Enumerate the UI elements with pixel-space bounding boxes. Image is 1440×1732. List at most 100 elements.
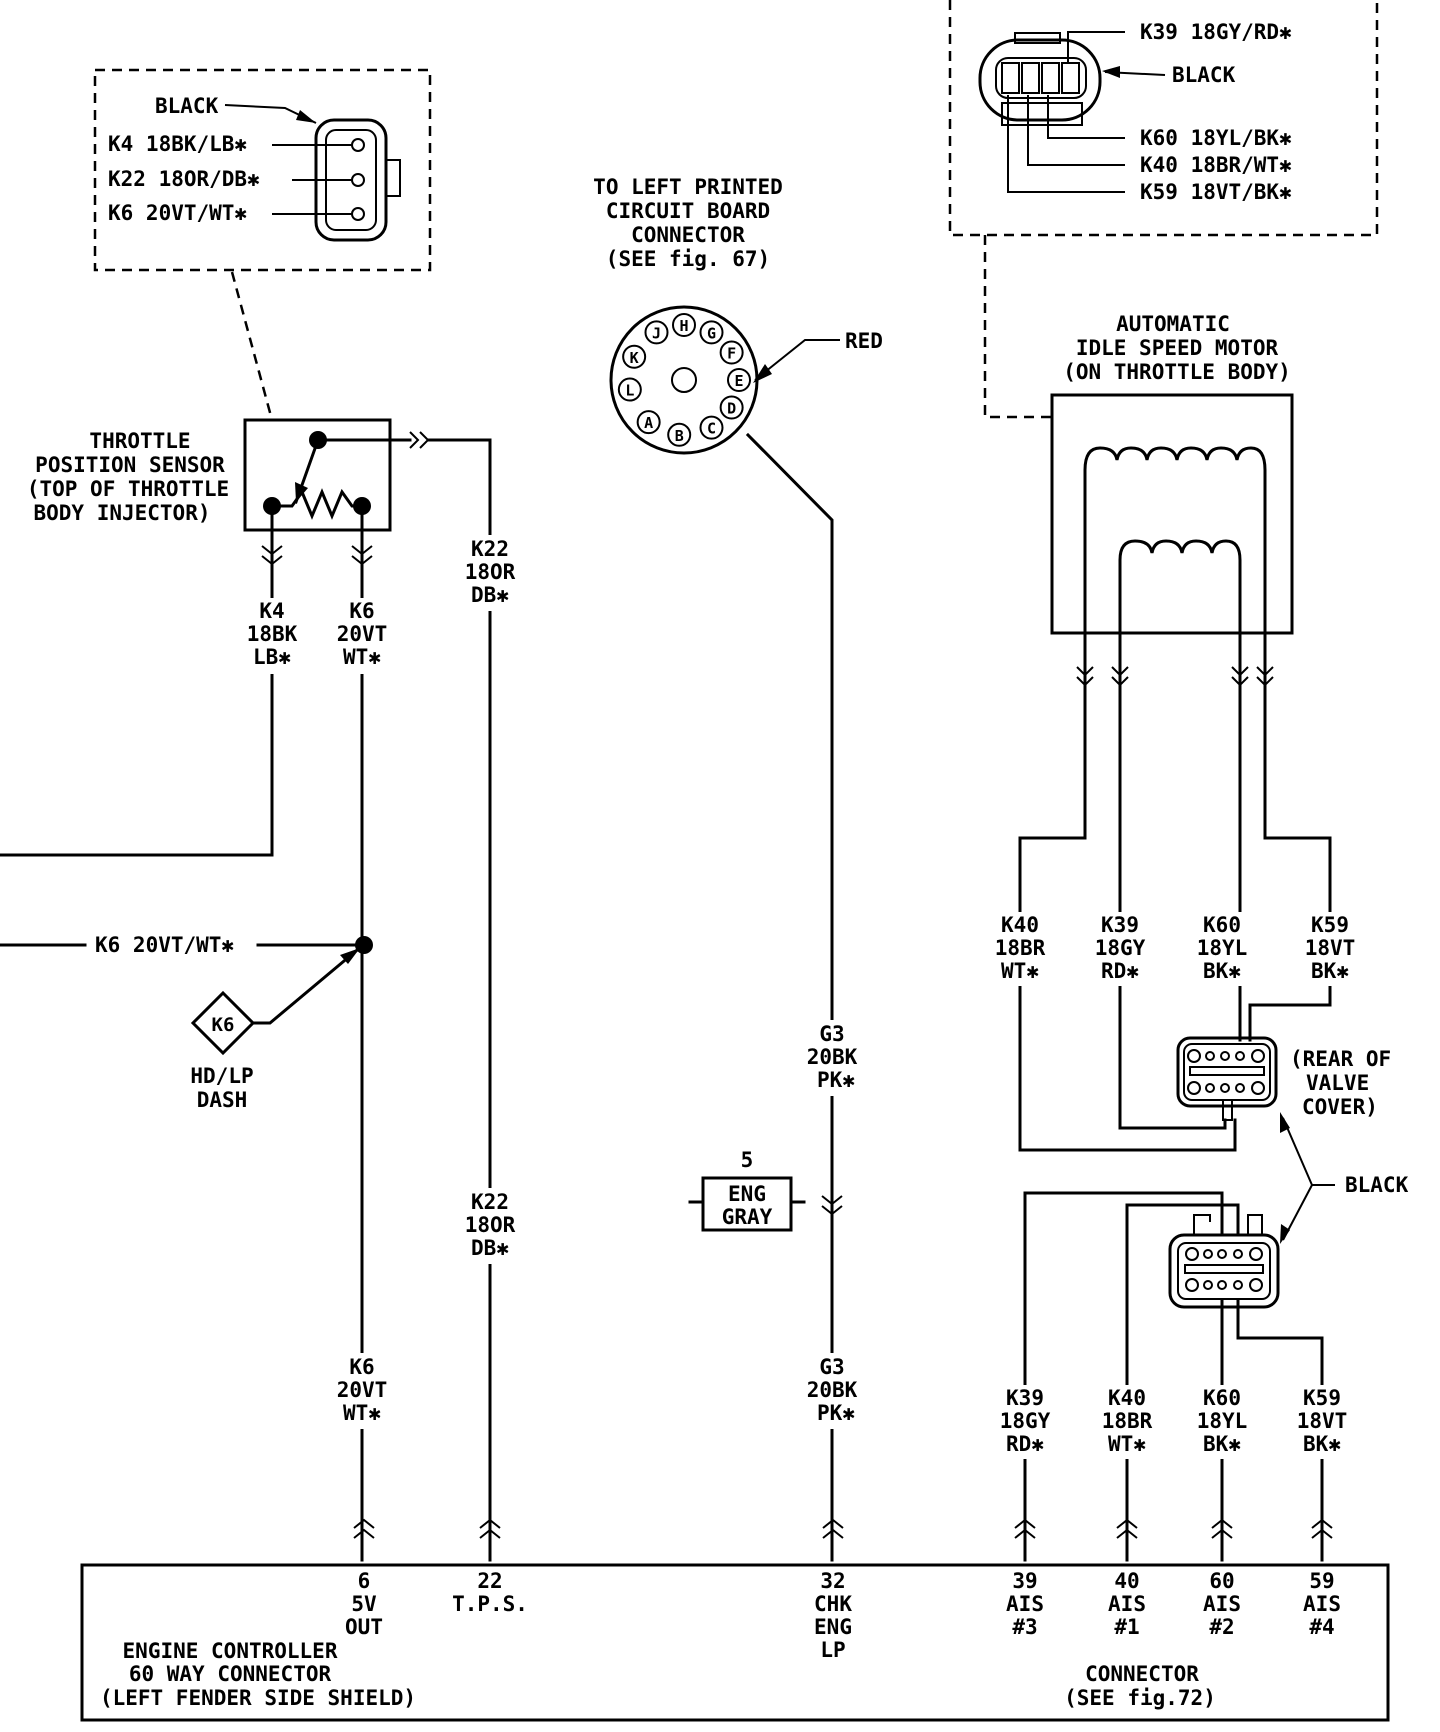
wire-k40-upper <box>1018 638 1237 1152</box>
wire-tracer: DB✱ <box>471 1236 509 1260</box>
pcb-pin-label: J <box>652 324 661 342</box>
ais-title-line: AUTOMATIC <box>1116 312 1230 336</box>
wire-tracer: DB✱ <box>471 583 509 607</box>
wire-gauge-color: 18BR <box>995 936 1046 960</box>
cavity-function: 5V <box>351 1592 377 1616</box>
connector-body <box>1168 1233 1280 1309</box>
pin-cavity <box>1249 1247 1263 1261</box>
label-bg <box>325 1353 397 1429</box>
pin-cavity <box>1249 1278 1263 1292</box>
ais-motor-body <box>1050 393 1294 635</box>
inset-dashed-border <box>93 68 432 272</box>
connector-figure-reference: (SEE fig.72) <box>1064 1686 1216 1710</box>
cavity-function: AIS <box>1203 1592 1241 1616</box>
pin-cavity <box>1021 62 1040 94</box>
pin-leader <box>1007 95 1125 193</box>
label-bg <box>328 598 398 674</box>
pin-label-k22: K22 18OR/DB✱ <box>108 167 260 191</box>
tps-connector-inset: BLACK K4 18BK/LB✱ K22 18OR/DB✱ K6 20VT/W… <box>93 68 432 272</box>
connector-latch <box>1222 1099 1233 1121</box>
pcb-pin-label: F <box>727 345 736 363</box>
pcb-pin-b <box>667 422 692 447</box>
ref-suffix: ) <box>758 247 771 271</box>
wire-tracer: RD✱ <box>1006 1432 1044 1456</box>
wire-label-k6-upper: K6 20VT WT✱ <box>328 598 398 674</box>
cavity-function: T.P.S. <box>452 1592 528 1616</box>
pin-cavity <box>1185 1247 1199 1261</box>
pin-circle <box>351 173 365 187</box>
pin-group <box>1187 1049 1265 1095</box>
wire-tracer: WT✱ <box>343 1401 381 1425</box>
connector-inner <box>995 57 1087 99</box>
cavity-function: #2 <box>1209 1615 1234 1639</box>
pcb-connector-key <box>671 367 697 393</box>
coil-winding-a-icon <box>1083 446 1267 642</box>
connector-color-label: BLACK <box>155 94 219 118</box>
pcb-pin-j <box>644 320 669 345</box>
inset-link-dashed <box>230 271 274 421</box>
circuit-id: K22 <box>471 1190 509 1214</box>
pcb-pin-f <box>719 340 744 365</box>
circuit-id: K40 <box>1001 913 1039 937</box>
connector-base <box>1001 102 1083 126</box>
pcb-pin-g <box>699 320 724 345</box>
connector-chevron-icon <box>1311 1518 1333 1539</box>
circuit-id: K60 <box>1203 1386 1241 1410</box>
pcb-pin-label: H <box>679 317 688 335</box>
wire-k22 <box>426 438 492 1562</box>
cavity-number: 39 <box>1012 1569 1037 1593</box>
pin-cavity <box>1205 1051 1215 1061</box>
pin-circle <box>351 138 365 152</box>
ref-fig: fig.72 <box>1127 1686 1203 1710</box>
cavity-number: 32 <box>820 1569 845 1593</box>
wire-gauge-color: 18OR <box>465 560 516 584</box>
pin-circle <box>351 207 365 221</box>
pin-cavity <box>1233 1280 1243 1290</box>
label-bg <box>800 1353 875 1429</box>
eng-connector-box <box>701 1176 793 1232</box>
wire-tracer: BK✱ <box>1311 959 1349 983</box>
label-bg <box>1284 1385 1360 1459</box>
resistor-icon <box>270 488 364 520</box>
ref-prefix: (SEE <box>606 247 669 271</box>
cavity-function: AIS <box>1108 1592 1146 1616</box>
ais-title-line: IDLE SPEED MOTOR <box>1076 336 1279 360</box>
cavity-function: ENG <box>814 1615 852 1639</box>
pin-cavity <box>1220 1051 1230 1061</box>
wire-tracer: BK✱ <box>1203 1432 1241 1456</box>
label-bg <box>455 535 527 611</box>
connector-chevron-icon <box>261 545 283 566</box>
circuit-id: K40 <box>1108 1386 1146 1410</box>
coil-winding-b-icon <box>1118 539 1242 642</box>
splice-badge-label: K6 <box>212 1014 235 1036</box>
wire-label-k4-upper: K4 18BK LB✱ <box>238 598 306 674</box>
cavity-function: LP <box>820 1638 845 1662</box>
arrow-head-icon <box>1280 1224 1290 1244</box>
pcb-pin-label: E <box>734 372 743 390</box>
cavity-chevron-group <box>353 1518 1333 1539</box>
wire-tracer: PK✱ <box>817 1068 855 1092</box>
connector-chevron-icon <box>821 1195 843 1216</box>
splice-node <box>355 936 373 954</box>
connector-latch <box>385 159 401 197</box>
connector-chevron-icon <box>822 1518 844 1539</box>
pin-cavity <box>1205 1083 1215 1093</box>
label-bg <box>238 598 306 674</box>
pcb-color-label: RED <box>845 329 883 353</box>
controller-title-line: (LEFT FENDER SIDE SHIELD) <box>100 1686 416 1710</box>
pcb-figure-reference: (SEE fig. 67) <box>606 247 770 271</box>
connector-chevron-icon <box>353 1518 375 1539</box>
inset-link-dashed <box>983 235 1057 419</box>
controller-title-line: ENGINE CONTROLLER <box>123 1639 338 1663</box>
pin-cavity <box>1251 1049 1265 1063</box>
circuit-id: K22 <box>471 537 509 561</box>
